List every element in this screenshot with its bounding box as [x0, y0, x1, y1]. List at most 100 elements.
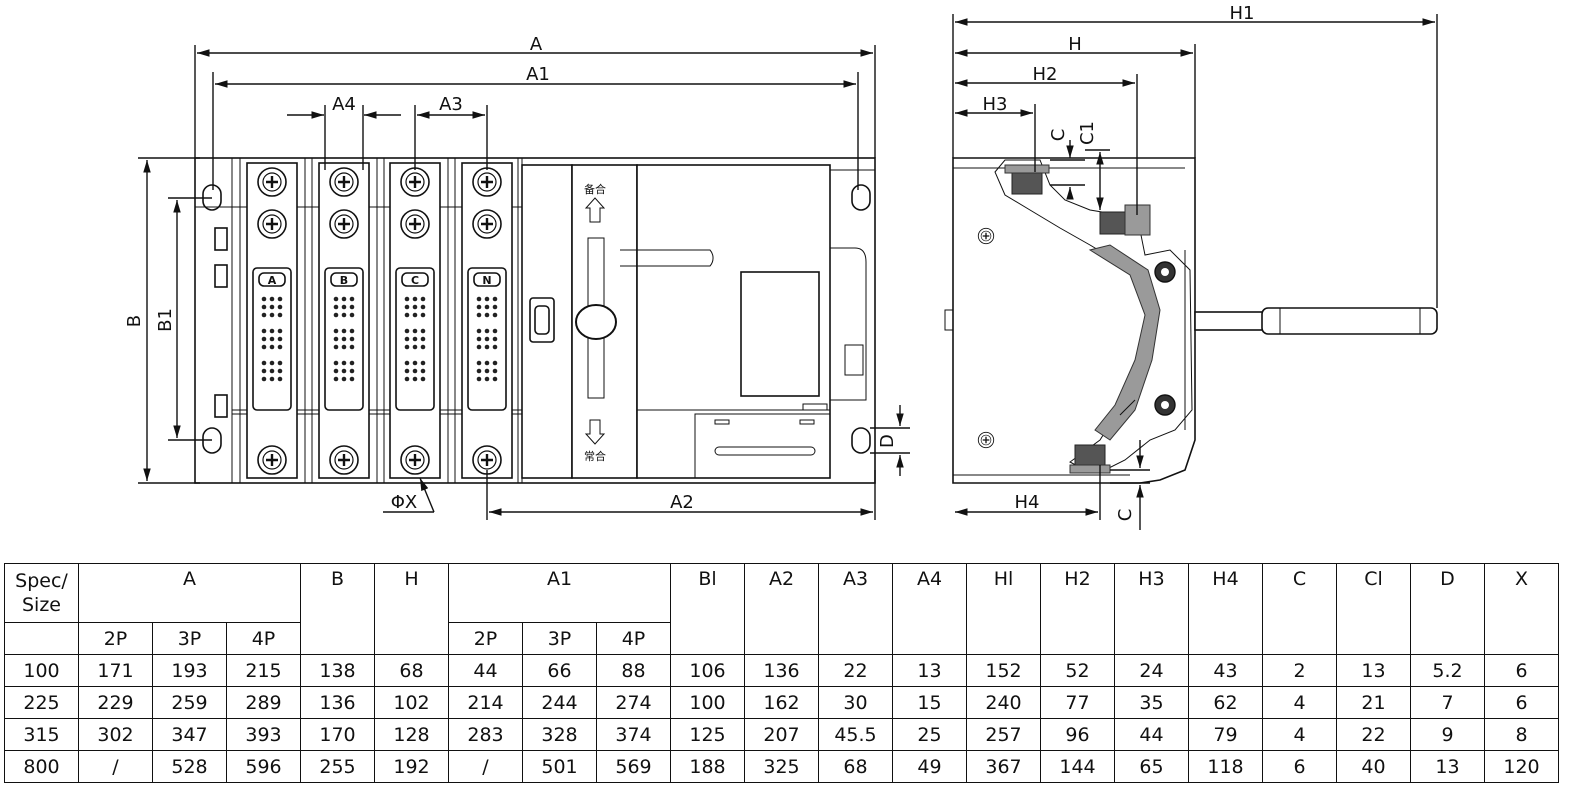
- table-cell: 501: [522, 750, 597, 783]
- table-cell: 49: [892, 750, 967, 783]
- header-h1: Hl: [966, 563, 1041, 655]
- dim-label-c-bottom: C: [1115, 509, 1136, 522]
- pole-label-a: A: [268, 274, 277, 287]
- table-cell: 6: [1262, 750, 1337, 783]
- table-header-row: Spec/ Size A B H A1 Bl A2 A3 A4 Hl H2 H3…: [4, 563, 1559, 655]
- header-h3: H3: [1114, 563, 1189, 655]
- dim-label-phix: ΦX: [391, 492, 418, 513]
- table-cell: 136: [300, 686, 375, 719]
- subheader-a-3p: 3P: [152, 622, 227, 655]
- table-cell: 13: [1410, 750, 1485, 783]
- dim-label-a1: A1: [526, 64, 550, 85]
- header-h: H: [374, 563, 449, 655]
- table-cell: 100: [670, 686, 745, 719]
- table-cell: 367: [966, 750, 1041, 783]
- dim-label-a2: A2: [670, 492, 694, 513]
- table-cell: /: [78, 750, 153, 783]
- spec-size-cell: 315: [4, 718, 79, 751]
- table-cell: 68: [374, 654, 449, 687]
- table-cell: 77: [1040, 686, 1115, 719]
- table-cell: 45.5: [818, 718, 893, 751]
- table-cell: /: [448, 750, 523, 783]
- dim-label-h1: H1: [1230, 3, 1255, 24]
- front-view: A B C N 备合 常合: [194, 157, 876, 484]
- header-a: A: [78, 563, 301, 623]
- table-cell: 128: [374, 718, 449, 751]
- subheader-a1-2p: 2P: [448, 622, 523, 655]
- header-a3: A3: [818, 563, 893, 655]
- pole-label-n: N: [482, 274, 491, 287]
- header-b: B: [300, 563, 375, 655]
- table-cell: 207: [744, 718, 819, 751]
- table-cell: 21: [1336, 686, 1411, 719]
- table-cell: 65: [1114, 750, 1189, 783]
- header-c1: Cl: [1336, 563, 1411, 655]
- table-cell: 144: [1040, 750, 1115, 783]
- table-cell: 43: [1188, 654, 1263, 687]
- table-cell: 79: [1188, 718, 1263, 751]
- header-h4: H4: [1188, 563, 1263, 655]
- dim-label-b: B: [124, 315, 145, 327]
- front-dimensions: A A1 A4 A3 B B1 A2 D: [124, 34, 910, 520]
- header-c: C: [1262, 563, 1337, 655]
- table-cell: 289: [226, 686, 301, 719]
- table-cell: 302: [78, 718, 153, 751]
- spec-size-cell: 100: [4, 654, 79, 687]
- table-cell: 259: [152, 686, 227, 719]
- side-view: [944, 157, 1438, 484]
- table-cell: 283: [448, 718, 523, 751]
- table-cell: 240: [966, 686, 1041, 719]
- table-cell: 244: [522, 686, 597, 719]
- table-cell: 66: [522, 654, 597, 687]
- table-cell: 8: [1484, 718, 1559, 751]
- table-cell: 9: [1410, 718, 1485, 751]
- header-a1: A1: [448, 563, 671, 623]
- table-cell: 136: [744, 654, 819, 687]
- dim-label-h2: H2: [1033, 64, 1058, 85]
- subheader-a-4p: 4P: [226, 622, 301, 655]
- table-cell: 44: [448, 654, 523, 687]
- table-cell: 6: [1484, 654, 1559, 687]
- table-cell: 35: [1114, 686, 1189, 719]
- header-a2: A2: [744, 563, 819, 655]
- table-cell: 40: [1336, 750, 1411, 783]
- switch-label-top: 备合: [584, 182, 606, 196]
- dim-label-d: D: [877, 434, 898, 448]
- spec-size-cell: 800: [4, 750, 79, 783]
- table-cell: 102: [374, 686, 449, 719]
- table-cell: 96: [1040, 718, 1115, 751]
- table-cell: 22: [1336, 718, 1411, 751]
- table-cell: 13: [892, 654, 967, 687]
- pole-n: [461, 162, 513, 479]
- table-cell: 328: [522, 718, 597, 751]
- table-cell: 162: [744, 686, 819, 719]
- table-cell: 171: [78, 654, 153, 687]
- table-cell: 274: [596, 686, 671, 719]
- table-cell: 7: [1410, 686, 1485, 719]
- table-cell: 255: [300, 750, 375, 783]
- table-cell: 569: [596, 750, 671, 783]
- dim-label-a: A: [530, 34, 543, 55]
- table-cell: 68: [818, 750, 893, 783]
- pole-label-c: C: [411, 274, 419, 287]
- table-cell: 30: [818, 686, 893, 719]
- dim-label-c-top: C: [1048, 129, 1069, 142]
- header-d: D: [1410, 563, 1485, 655]
- dim-label-h: H: [1068, 34, 1082, 55]
- switch-label-bottom: 常合: [584, 449, 606, 463]
- dim-label-a3: A3: [439, 94, 463, 115]
- table-cell: 120: [1484, 750, 1559, 783]
- table-cell: 374: [596, 718, 671, 751]
- header-x: X: [1484, 563, 1559, 655]
- table-cell: 193: [152, 654, 227, 687]
- table-subheader-row: 2P 3P 4P 2P 3P 4P: [4, 622, 1559, 655]
- table-cell: 44: [1114, 718, 1189, 751]
- table-cell: 22: [818, 654, 893, 687]
- table-cell: 62: [1188, 686, 1263, 719]
- table-cell: 118: [1188, 750, 1263, 783]
- table-cell: 125: [670, 718, 745, 751]
